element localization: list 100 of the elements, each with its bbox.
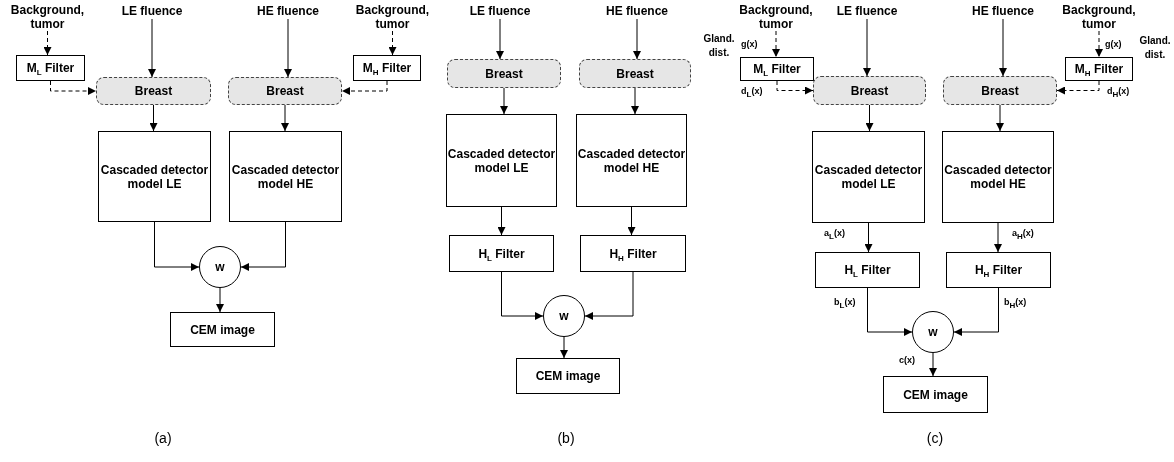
process-box	[946, 252, 1051, 288]
node-text: H$_{L}$ Filter	[844, 263, 891, 277]
process-box	[883, 376, 988, 413]
node-text: Cascaded detector model LE	[447, 146, 556, 175]
arrow	[865, 104, 874, 132]
arrow	[584, 271, 634, 320]
rounded-box	[447, 59, 561, 88]
edge-label: g(x)	[741, 39, 758, 50]
arrow	[994, 222, 1002, 253]
input-label: Background, tumor	[733, 3, 819, 31]
node-text: w	[559, 309, 569, 323]
dashed-arrow	[341, 80, 388, 95]
node-text: CEM image	[535, 369, 601, 383]
arrow	[497, 206, 506, 236]
dashed-arrow	[776, 80, 814, 95]
node-text: M$_{L}$ Filter	[753, 62, 801, 76]
arrow	[148, 18, 156, 78]
arrow	[500, 87, 508, 115]
node-text: Breast	[981, 83, 1019, 98]
edge-label: g(x)	[1105, 39, 1122, 50]
arrow	[633, 18, 641, 60]
node-text: Breast	[134, 84, 173, 98]
panel-label: (a)	[153, 430, 173, 446]
process-box	[98, 131, 211, 222]
rounded-box	[96, 77, 211, 105]
node-text: Cascaded detector model HE	[577, 146, 686, 175]
edge-label: a$_{H}$(x)	[1012, 228, 1034, 239]
arrow	[216, 287, 224, 313]
edge-label: b$_{H}$(x)	[1004, 297, 1027, 308]
process-box	[16, 55, 85, 81]
node-text: M$_{H}$ Filter	[1074, 62, 1124, 76]
node-text: M$_{H}$ Filter	[362, 61, 412, 75]
node-text: Cascaded detector model LE	[813, 163, 924, 191]
process-box	[740, 57, 814, 81]
node-text: H$_{H}$ Filter	[609, 246, 657, 261]
input-label: LE fluence	[458, 4, 542, 19]
arrow	[560, 336, 568, 359]
rounded-box	[228, 77, 342, 105]
edge-label: b$_{L}$(x)	[834, 297, 856, 308]
process-box	[580, 235, 686, 272]
input-label: HE fluence	[961, 4, 1045, 19]
input-label: Background, tumor	[349, 3, 436, 31]
node-text: H$_{H}$ Filter	[974, 263, 1023, 277]
panel-label: (b)	[556, 430, 576, 446]
circle-node	[199, 246, 241, 288]
process-box	[516, 358, 620, 394]
note-text: Gland. dist.	[1138, 34, 1172, 62]
process-box	[449, 235, 554, 272]
arrow	[953, 287, 999, 336]
input-label: LE fluence	[825, 4, 909, 19]
process-box	[812, 131, 925, 223]
arrow	[627, 206, 636, 236]
arrow	[281, 104, 289, 132]
node-text: CEM image	[903, 387, 968, 402]
node-text: H$_{L}$ Filter	[478, 246, 525, 261]
arrow	[240, 221, 286, 271]
node-text: Breast	[266, 84, 304, 98]
node-text: Breast	[616, 66, 654, 81]
panel-label: (c)	[925, 430, 945, 446]
process-box	[446, 114, 557, 207]
process-box	[229, 131, 342, 222]
rounded-box	[943, 76, 1057, 105]
node-text: Breast	[850, 83, 889, 98]
arrow	[929, 352, 937, 377]
arrow	[496, 18, 504, 60]
node-text: M$_{L}$ Filter	[26, 61, 75, 75]
node-text: Cascaded detector model HE	[230, 162, 341, 191]
dashed-arrow	[43, 30, 52, 56]
edge-label: c(x)	[899, 355, 915, 366]
arrow	[631, 87, 639, 115]
process-box	[942, 131, 1054, 223]
dashed-arrow	[50, 80, 97, 95]
rounded-box	[579, 59, 691, 88]
input-label: LE fluence	[110, 4, 194, 19]
arrow	[864, 222, 873, 253]
process-box	[353, 55, 421, 81]
note-text: Gland. dist.	[702, 32, 736, 60]
arrow	[999, 18, 1007, 77]
edge-label: d$_{L}$(x)	[741, 86, 763, 97]
arrow	[149, 104, 158, 132]
dashed-arrow	[388, 30, 397, 56]
arrow	[154, 221, 200, 271]
process-box	[576, 114, 687, 207]
rounded-box	[813, 76, 926, 105]
input-label: Background, tumor	[1056, 3, 1142, 31]
node-text: Cascaded detector model HE	[943, 163, 1053, 191]
dashed-arrow	[1056, 80, 1100, 95]
node-text: w	[215, 260, 225, 274]
circle-node	[543, 295, 585, 337]
process-box	[170, 312, 275, 347]
dashed-arrow	[1095, 30, 1103, 58]
node-text: CEM image	[190, 322, 255, 337]
dashed-arrow	[772, 30, 780, 58]
circle-node	[912, 311, 954, 353]
arrow	[996, 104, 1004, 132]
input-label: Background, tumor	[5, 3, 90, 31]
node-text: Cascaded detector model LE	[99, 162, 210, 191]
arrow	[867, 287, 913, 336]
edge-label: a$_{L}$(x)	[824, 228, 845, 239]
node-text: w	[928, 325, 938, 339]
